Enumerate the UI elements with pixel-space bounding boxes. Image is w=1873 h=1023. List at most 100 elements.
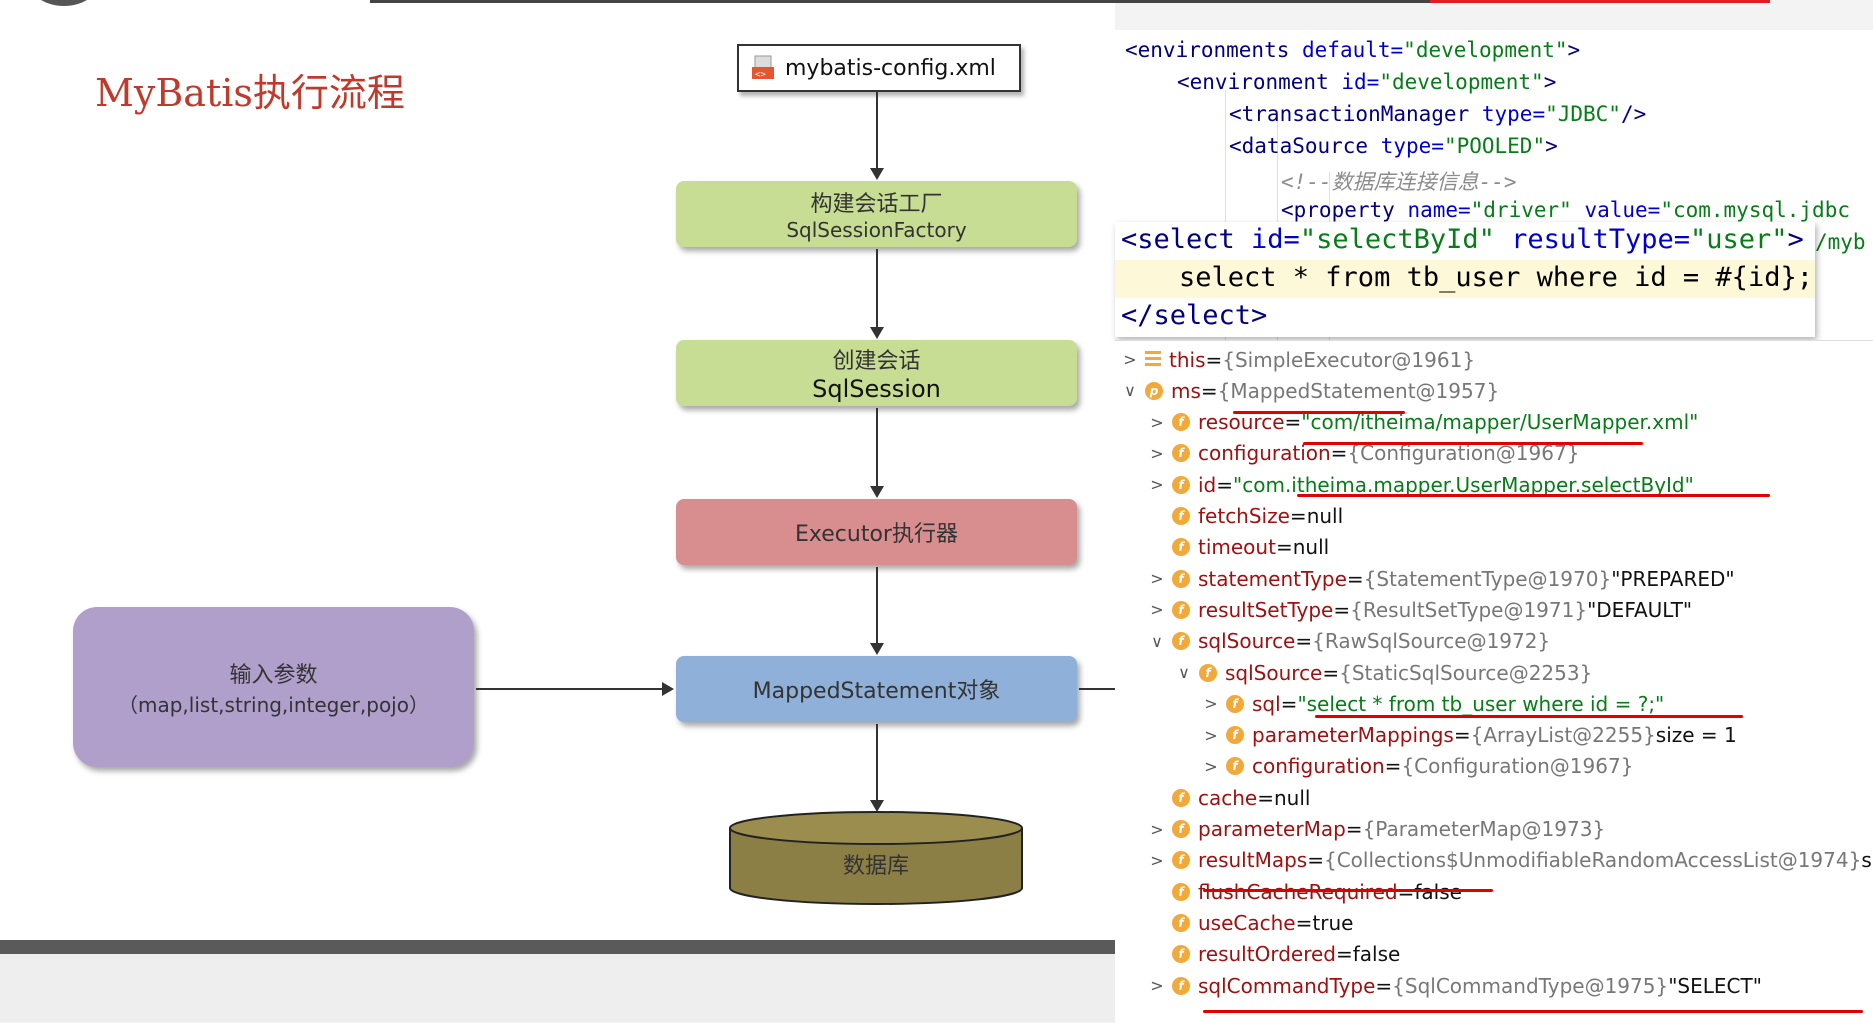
- expand-chevron-icon[interactable]: >: [1204, 756, 1218, 776]
- current-line-highlight: [1115, 260, 1815, 298]
- variable-name: resultMaps: [1198, 848, 1308, 873]
- variable-name: sql: [1252, 691, 1281, 716]
- expand-chevron-icon[interactable]: >: [1150, 475, 1164, 495]
- database-cylinder: [729, 811, 1023, 905]
- sqlsessionfactory-box: 构建会话工厂 SqlSessionFactory: [676, 181, 1077, 247]
- database-label: 数据库: [842, 854, 909, 879]
- expand-chevron-icon[interactable]: >: [1150, 850, 1164, 870]
- sqlsession-box: 创建会话 SqlSession: [676, 340, 1077, 406]
- expand-chevron-icon[interactable]: >: [1150, 569, 1164, 589]
- slide-bottom-bar: [0, 940, 1115, 954]
- config-file-name: mybatis-config.xml: [785, 55, 996, 81]
- factory-label-en: SqlSessionFactory: [786, 218, 967, 242]
- select-resulttype-attr: resultType=: [1494, 224, 1690, 255]
- field-icon: f: [1172, 538, 1190, 557]
- top-left-circle-decoration: [28, 0, 100, 6]
- flow-connector: [876, 249, 878, 329]
- field-icon: f: [1199, 663, 1217, 682]
- equals-sign: =: [1453, 723, 1471, 748]
- expand-chevron-icon[interactable]: >: [1204, 694, 1218, 714]
- code-attr: type=: [1481, 102, 1546, 126]
- string-value: "select * from tb_user where id = ?;": [1297, 691, 1665, 716]
- debug-variable-row[interactable]: >this = {SimpleExecutor@1961}: [1121, 344, 1475, 375]
- variable-name: resultOrdered: [1198, 942, 1336, 967]
- equals-sign: =: [1257, 785, 1274, 810]
- field-icon: f: [1172, 788, 1190, 807]
- code-tag-end: >: [1545, 134, 1558, 158]
- object-reference: {Collections$UnmodifiableRandomAccessLis…: [1323, 848, 1862, 873]
- variable-name: resultSetType: [1198, 597, 1334, 622]
- collapse-chevron-icon[interactable]: ∨: [1178, 663, 1190, 682]
- input-parameters-box: 输入参数 （map,list,string,integer,pojo）: [73, 607, 474, 767]
- executor-label: Executor执行器: [795, 522, 958, 547]
- highlight-underline: [1203, 1010, 1863, 1013]
- code-attr: value=: [1571, 198, 1661, 222]
- flow-arrow: [870, 800, 884, 812]
- variable-name: this: [1169, 347, 1206, 372]
- expand-chevron-icon[interactable]: >: [1150, 600, 1164, 620]
- variable-name: cache: [1198, 785, 1258, 810]
- highlight-underline: [1303, 442, 1643, 445]
- value-text: size = 1: [1655, 723, 1737, 748]
- equals-sign: =: [1322, 660, 1340, 685]
- top-divider: [370, 0, 1770, 3]
- object-reference: {StaticSqlSource@2253}: [1339, 660, 1593, 685]
- field-icon: f: [1172, 507, 1190, 525]
- equals-sign: =: [1216, 472, 1234, 497]
- code-tag: <property: [1281, 198, 1408, 222]
- value-text: "SELECT": [1668, 973, 1762, 998]
- equals-sign: =: [1284, 410, 1302, 435]
- equals-sign: =: [1289, 504, 1307, 528]
- value-text: null: [1306, 504, 1344, 528]
- object-reference: {MappedStatement@1957}: [1217, 378, 1500, 403]
- expand-chevron-icon[interactable]: >: [1150, 976, 1164, 995]
- xml-file-icon: <>: [751, 55, 777, 81]
- slide-canvas: [0, 0, 1115, 940]
- expand-chevron-icon[interactable]: >: [1150, 412, 1164, 432]
- highlight-underline: [1203, 889, 1493, 892]
- input-label-en: （map,list,string,integer,pojo）: [118, 692, 429, 717]
- expand-chevron-icon[interactable]: >: [1123, 350, 1137, 369]
- expand-chevron-icon[interactable]: >: [1150, 819, 1164, 839]
- object-reference: {RawSqlSource@1972}: [1312, 629, 1551, 654]
- object-reference: {StatementType@1970}: [1363, 566, 1612, 591]
- code-value: "driver": [1470, 198, 1572, 222]
- slide-title: MyBatis执行流程: [95, 71, 405, 115]
- equals-sign: =: [1346, 566, 1364, 591]
- equals-sign: =: [1335, 942, 1353, 967]
- collapse-chevron-icon[interactable]: ∨: [1124, 381, 1136, 401]
- highlight-underline: [1315, 715, 1743, 718]
- expand-chevron-icon[interactable]: >: [1204, 725, 1218, 745]
- object-reference: {SqlCommandType@1975}: [1392, 973, 1669, 998]
- value-text: null: [1292, 535, 1330, 560]
- field-icon: f: [1172, 569, 1190, 588]
- equals-sign: =: [1280, 691, 1298, 716]
- slide-below-area: [0, 954, 1115, 1022]
- flow-arrow: [870, 643, 884, 655]
- expand-chevron-icon[interactable]: >: [1150, 443, 1164, 463]
- session-label-cn: 创建会话: [832, 349, 921, 374]
- collapse-chevron-icon[interactable]: ∨: [1151, 631, 1163, 651]
- variable-name: statementType: [1198, 566, 1347, 591]
- mappedstatement-label: MappedStatement对象: [752, 679, 1001, 704]
